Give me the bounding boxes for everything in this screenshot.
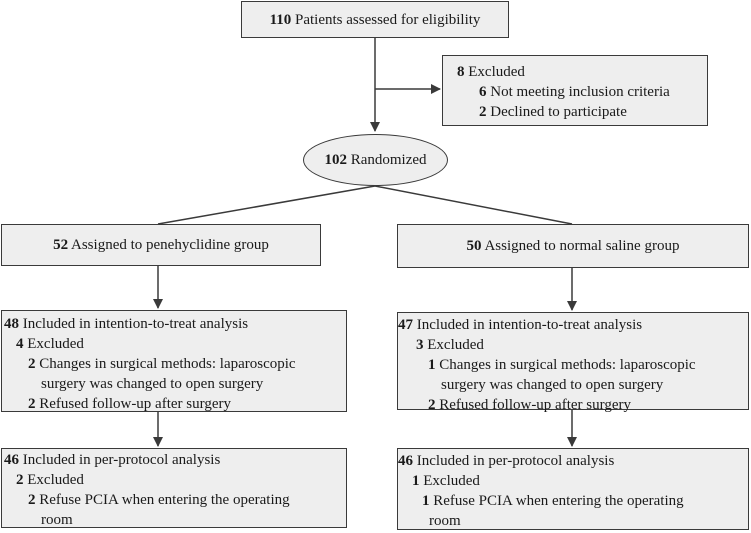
branch-right-line [374, 185, 573, 225]
randomized-text: 102 Randomized [324, 152, 426, 169]
right-itt-reason-2-count: 2 [428, 397, 436, 413]
right-assigned-text: 50 Assigned to normal saline group [467, 236, 680, 256]
excluded-item-label: Declined to participate [490, 104, 627, 120]
left-pp-box: 46 Included in per-protocol analysis 2 E… [1, 448, 347, 528]
left-itt-reason-1-count: 2 [28, 356, 36, 372]
right-itt-excluded-count: 3 [416, 337, 424, 353]
left-pp-reason-1-line2: room [41, 512, 73, 528]
right-pp-box: 46 Included in per-protocol analysis 1 E… [397, 448, 749, 530]
right-assigned-label: Assigned to normal saline group [484, 238, 680, 254]
left-pp-reason-1-cont: room [4, 510, 346, 530]
left-pp-reason-1-count: 2 [28, 492, 36, 508]
excluded-header: 8 Excluded [457, 62, 707, 82]
right-assigned-count: 50 [466, 238, 482, 254]
right-itt-reason-1-line1: Changes in surgical methods: laparoscopi… [439, 357, 696, 373]
right-assigned-box: 50 Assigned to normal saline group [397, 224, 749, 268]
excluded-item: 2 Declined to participate [457, 102, 707, 122]
right-itt-reason-2: 2 Refused follow-up after surgery [398, 395, 748, 415]
right-pp-reason-1-line2: room [429, 513, 461, 529]
randomized-count: 102 [324, 151, 347, 168]
left-pp-excluded-count: 2 [16, 472, 24, 488]
left-pp-excluded-label: Excluded [27, 472, 84, 488]
right-pp-label: Included in per-protocol analysis [416, 453, 615, 469]
right-pp-header: 46 Included in per-protocol analysis [398, 451, 748, 471]
left-pp-reason-1: 2 Refuse PCIA when entering the operatin… [4, 490, 346, 510]
right-pp-reason-1-cont: room [398, 511, 748, 531]
right-pp-reason-1: 1 Refuse PCIA when entering the operatin… [398, 491, 748, 511]
left-assigned-count: 52 [53, 237, 69, 253]
right-itt-label: Included in intention-to-treat analysis [416, 317, 643, 333]
left-pp-excluded: 2 Excluded [4, 470, 346, 490]
right-itt-reason-1: 1 Changes in surgical methods: laparosco… [398, 355, 748, 375]
left-itt-excluded-count: 4 [16, 336, 24, 352]
left-pp-count: 46 [4, 452, 19, 468]
eligibility-count: 110 [269, 11, 292, 28]
left-itt-label: Included in intention-to-treat analysis [22, 316, 249, 332]
right-pp-reason-1-count: 1 [422, 493, 430, 509]
right-itt-reason-2-label: Refused follow-up after surgery [439, 397, 631, 413]
left-itt-header: 48 Included in intention-to-treat analys… [4, 314, 346, 334]
left-assigned-box: 52 Assigned to penehyclidine group [1, 224, 321, 266]
right-itt-header: 47 Included in intention-to-treat analys… [398, 315, 748, 335]
left-itt-count: 48 [4, 316, 19, 332]
right-itt-reason-1-cont: surgery was changed to open surgery [398, 375, 748, 395]
eligibility-text: 110 Patients assessed for eligibility [270, 10, 481, 30]
right-pp-count: 46 [398, 453, 413, 469]
left-itt-reason-1-line2: surgery was changed to open surgery [41, 376, 264, 392]
left-itt-reason-2-label: Refused follow-up after surgery [39, 396, 231, 412]
right-itt-count: 47 [398, 317, 413, 333]
right-pp-excluded-label: Excluded [423, 473, 480, 489]
left-pp-reason-1-line1: Refuse PCIA when entering the operating [39, 492, 290, 508]
right-itt-excluded: 3 Excluded [398, 335, 748, 355]
right-itt-reason-1-line2: surgery was changed to open surgery [441, 377, 664, 393]
excluded-box: 8 Excluded 6 Not meeting inclusion crite… [442, 55, 708, 126]
excluded-item-label: Not meeting inclusion criteria [490, 84, 670, 100]
left-itt-reason-2-count: 2 [28, 396, 36, 412]
excluded-item: 6 Not meeting inclusion criteria [457, 82, 707, 102]
excluded-label: Excluded [468, 64, 525, 80]
right-itt-excluded-label: Excluded [427, 337, 484, 353]
left-pp-label: Included in per-protocol analysis [22, 452, 221, 468]
left-itt-reason-1-line1: Changes in surgical methods: laparoscopi… [39, 356, 296, 372]
right-pp-excluded-count: 1 [412, 473, 420, 489]
left-pp-header: 46 Included in per-protocol analysis [4, 450, 346, 470]
left-itt-reason-1-cont: surgery was changed to open surgery [4, 374, 346, 394]
branch-left-line [157, 185, 376, 225]
excluded-item-count: 2 [479, 104, 487, 120]
left-itt-box: 48 Included in intention-to-treat analys… [1, 310, 347, 412]
randomized-label: Randomized [350, 151, 427, 168]
excluded-count: 8 [457, 64, 465, 80]
right-itt-box: 47 Included in intention-to-treat analys… [397, 312, 749, 413]
left-itt-excluded-label: Excluded [27, 336, 84, 352]
right-pp-excluded: 1 Excluded [398, 471, 748, 491]
left-assigned-label: Assigned to penehyclidine group [71, 237, 269, 253]
right-itt-reason-1-count: 1 [428, 357, 436, 373]
left-assigned-text: 52 Assigned to penehyclidine group [53, 235, 269, 255]
left-itt-reason-1: 2 Changes in surgical methods: laparosco… [4, 354, 346, 374]
eligibility-box: 110 Patients assessed for eligibility [241, 1, 509, 38]
right-pp-reason-1-line1: Refuse PCIA when entering the operating [433, 493, 684, 509]
randomized-ellipse: 102 Randomized [303, 134, 448, 186]
left-itt-reason-2: 2 Refused follow-up after surgery [4, 394, 346, 414]
excluded-item-count: 6 [479, 84, 487, 100]
left-itt-excluded: 4 Excluded [4, 334, 346, 354]
eligibility-label: Patients assessed for eligibility [295, 11, 481, 28]
